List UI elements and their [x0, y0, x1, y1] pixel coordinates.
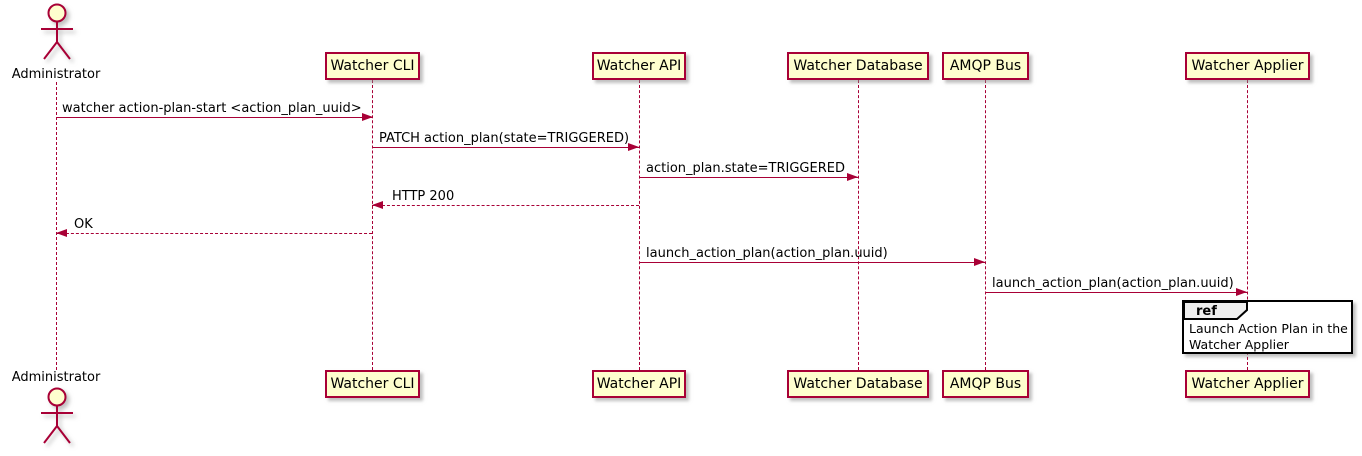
message-line	[639, 177, 858, 178]
ref-keyword: ref	[1196, 304, 1217, 319]
message-label: launch_action_plan(action_plan.uuid)	[646, 246, 888, 261]
arrowhead-right-icon	[362, 113, 373, 121]
actor-label-bottom: Administrator	[11, 370, 101, 385]
message-label: watcher action-plan-start <action_plan_u…	[62, 101, 362, 116]
arrowhead-right-icon	[847, 173, 858, 181]
arrowhead-left-icon	[56, 229, 67, 237]
lifeline-watcher-api	[639, 80, 640, 370]
participant-box-watcher-api-bottom: Watcher API	[592, 370, 686, 398]
actor-label-top: Administrator	[11, 67, 101, 82]
message-line	[639, 262, 985, 263]
arrowhead-left-icon	[372, 201, 383, 209]
ref-header-tab	[1183, 301, 1248, 320]
participant-box-watcher-applier-top: Watcher Applier	[1185, 52, 1310, 80]
lifeline-watcher-cli	[372, 80, 373, 370]
ref-text-line2: Watcher Applier	[1189, 337, 1289, 352]
lifeline-watcher-applier	[1247, 80, 1248, 370]
participant-box-watcher-database-top: Watcher Database	[787, 52, 929, 80]
actor-icon	[41, 3, 73, 60]
lifeline-watcher-database	[858, 80, 859, 370]
arrowhead-right-icon	[628, 143, 639, 151]
participant-box-amqp-bus-bottom: AMQP Bus	[942, 370, 1029, 398]
message-label: launch_action_plan(action_plan.uuid)	[992, 276, 1234, 291]
participant-box-watcher-api-top: Watcher API	[592, 52, 686, 80]
ref-text-line1: Launch Action Plan in the	[1189, 321, 1348, 336]
ref-fragment: ref Launch Action Plan in the Watcher Ap…	[1182, 300, 1353, 354]
participant-box-watcher-applier-bottom: Watcher Applier	[1185, 370, 1310, 398]
lifeline-amqp-bus	[985, 80, 986, 370]
arrowhead-right-icon	[974, 258, 985, 266]
message-line	[372, 147, 639, 148]
message-label: PATCH action_plan(state=TRIGGERED)	[379, 131, 630, 146]
message-label: OK	[74, 217, 93, 232]
message-label: HTTP 200	[392, 189, 455, 204]
message-line	[985, 292, 1247, 293]
actor-icon	[41, 387, 73, 444]
lifeline-administrator	[56, 82, 57, 370]
participant-box-watcher-database-bottom: Watcher Database	[787, 370, 929, 398]
message-label: action_plan.state=TRIGGERED	[646, 161, 845, 176]
participant-box-watcher-cli-bottom: Watcher CLI	[325, 370, 420, 398]
participant-box-amqp-bus-top: AMQP Bus	[942, 52, 1029, 80]
message-line	[372, 205, 639, 206]
message-line	[56, 117, 373, 118]
participant-box-watcher-cli-top: Watcher CLI	[325, 52, 420, 80]
arrowhead-right-icon	[1236, 288, 1247, 296]
message-line	[56, 233, 372, 234]
